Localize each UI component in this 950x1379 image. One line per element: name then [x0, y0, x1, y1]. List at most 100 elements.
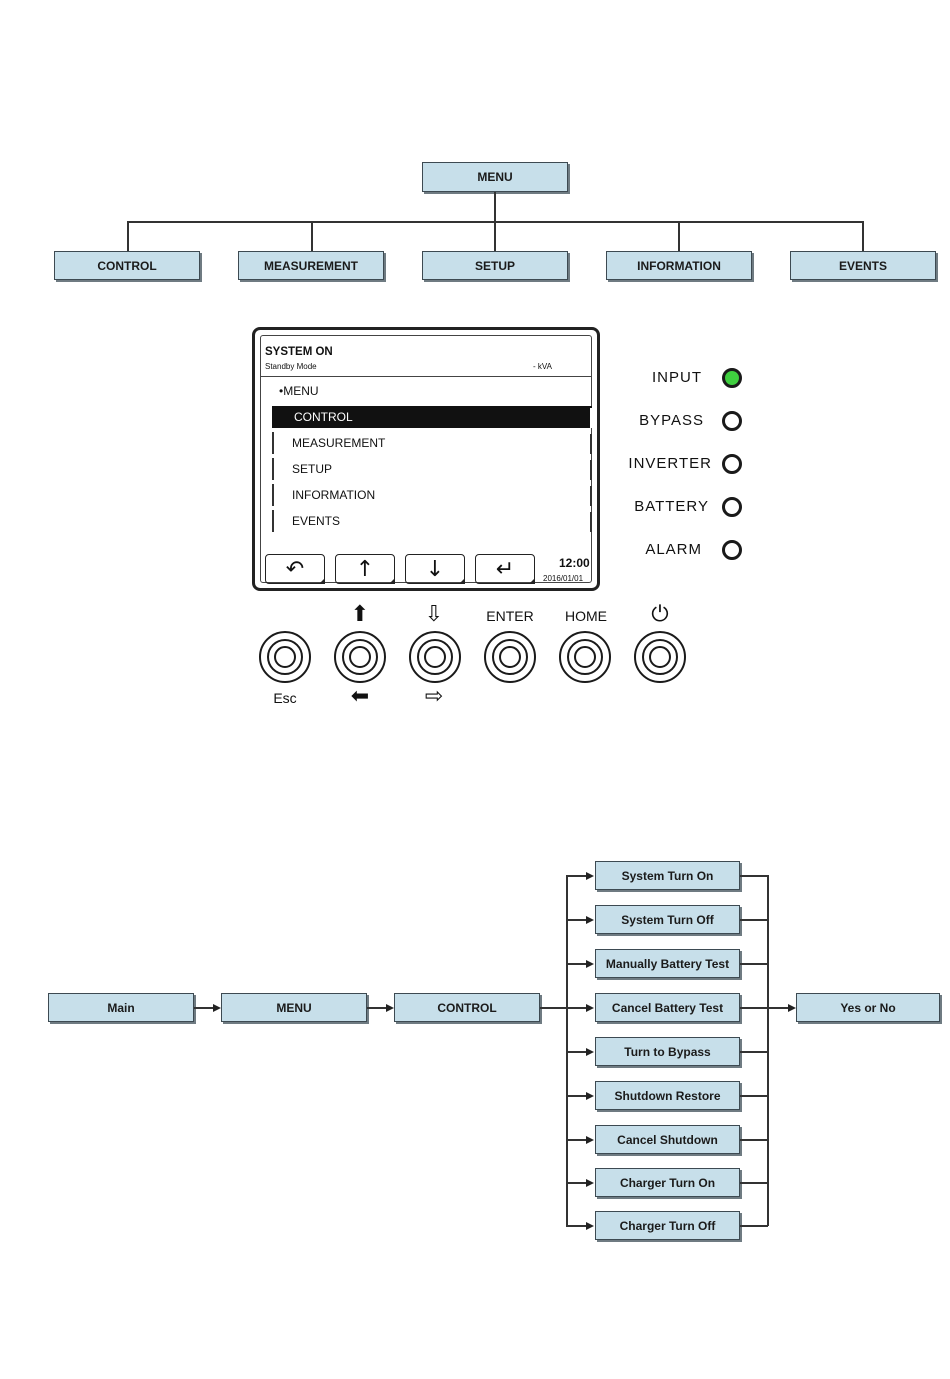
option-link [566, 1182, 588, 1184]
option-shutdown-restore: Shutdown Restore [595, 1081, 740, 1110]
option-link [566, 1095, 588, 1097]
option-manually-battery-test: Manually Battery Test [595, 949, 740, 978]
arrow-icon [586, 960, 594, 968]
lcd-menu-item-label: EVENTS [292, 514, 341, 528]
lcd-menu-item-events[interactable]: EVENTS [272, 510, 592, 532]
option-link [740, 919, 768, 921]
arrow-icon [586, 1222, 594, 1230]
options-bus-right [767, 875, 769, 1226]
option-system-turn-off: System Turn Off [595, 905, 740, 934]
option-link [740, 1051, 768, 1053]
option-system-turn-on: System Turn On [595, 861, 740, 890]
status-title: SYSTEM ON [265, 346, 333, 358]
esc-button[interactable] [259, 631, 311, 683]
tree-drop-events [862, 221, 864, 251]
flow-result-box: Yes or No [796, 993, 940, 1022]
lcd-menu-item-label: MEASUREMENT [292, 436, 386, 450]
esc-label: Esc [273, 690, 297, 706]
arrow-icon [788, 1004, 796, 1012]
down-outline-arrow-icon: ⇩ [424, 602, 444, 627]
softkey-up[interactable]: ↑ [335, 554, 395, 584]
home-label: HOME [565, 608, 607, 624]
option-charger-turn-off: Charger Turn Off [595, 1211, 740, 1240]
home-button[interactable] [559, 631, 611, 683]
arrow-icon [586, 1048, 594, 1056]
option-cancel-battery-test: Cancel Battery Test [595, 993, 740, 1022]
up-left-button[interactable] [334, 631, 386, 683]
led-input [722, 368, 742, 388]
option-link [566, 919, 588, 921]
left-filled-arrow-icon: ⬅ [350, 684, 370, 709]
capacity-readout: - kVA [533, 362, 552, 371]
lcd-menu-item-label: INFORMATION [292, 488, 376, 502]
softkey-back[interactable]: ↶ [265, 554, 325, 584]
lcd-header-divider [261, 376, 591, 377]
lcd-menu-item-information[interactable]: INFORMATION [272, 484, 592, 506]
tree-drop-information [678, 221, 680, 251]
flow-menu-box: MENU [221, 993, 367, 1022]
tree-node-control: CONTROL [54, 251, 200, 280]
arrow-icon [586, 1179, 594, 1187]
softkey-enter[interactable]: ↵ [475, 554, 535, 584]
lcd-screen: SYSTEM ON Standby Mode - kVA •MENU CONTR… [260, 335, 592, 584]
clock-time: 12:00 [559, 556, 590, 570]
up-filled-arrow-icon: ⬆ [350, 602, 370, 627]
softkey-down[interactable]: ↓ [405, 554, 465, 584]
tree-node-measurement: MEASUREMENT [238, 251, 384, 280]
lcd-menu-item-setup[interactable]: SETUP [272, 458, 592, 480]
tree-node-information: INFORMATION [606, 251, 752, 280]
option-link [566, 1139, 588, 1141]
power-button[interactable] [634, 631, 686, 683]
option-turn-to-bypass: Turn to Bypass [595, 1037, 740, 1066]
option-cancel-shutdown: Cancel Shutdown [595, 1125, 740, 1154]
option-charger-turn-on: Charger Turn On [595, 1168, 740, 1197]
lcd-menu-item-label: CONTROL [294, 410, 353, 424]
options-bus-left [566, 875, 568, 1226]
option-link [566, 1007, 588, 1009]
led-label-battery: BATTERY [634, 498, 709, 515]
option-link [740, 1095, 768, 1097]
option-link [740, 1225, 768, 1227]
arrow-icon [213, 1004, 221, 1012]
option-link [740, 963, 768, 965]
flow-control-box: CONTROL [394, 993, 540, 1022]
tree-drop-measurement [311, 221, 313, 251]
led-inverter [722, 454, 742, 474]
led-label-inverter: INVERTER [628, 455, 712, 472]
lcd-menu-item-control[interactable]: CONTROL [272, 406, 592, 428]
flow-link-2 [367, 1007, 387, 1009]
led-bypass [722, 411, 742, 431]
arrow-icon [586, 1136, 594, 1144]
menu-header: •MENU [279, 384, 319, 398]
option-link [566, 1051, 588, 1053]
led-label-bypass: BYPASS [639, 412, 704, 429]
tree-stem [494, 192, 496, 222]
led-alarm [722, 540, 742, 560]
clock-date: 2016/01/01 [543, 574, 584, 583]
down-arrow-icon: ↓ [425, 556, 445, 582]
enter-arrow-icon: ↵ [495, 556, 515, 582]
arrow-icon [586, 872, 594, 880]
flow-link-1 [194, 1007, 214, 1009]
option-link [566, 875, 588, 877]
arrow-icon [586, 916, 594, 924]
lcd-panel: SYSTEM ON Standby Mode - kVA •MENU CONTR… [252, 327, 600, 591]
menu-root-box: MENU [422, 162, 568, 192]
tree-node-setup: SETUP [422, 251, 568, 280]
tree-drop-control [127, 221, 129, 251]
lcd-menu-item-label: SETUP [292, 462, 333, 476]
option-link [740, 1182, 768, 1184]
option-link [566, 963, 588, 965]
back-arrow-icon: ↶ [285, 556, 305, 582]
down-right-button[interactable] [409, 631, 461, 683]
up-arrow-icon: ↑ [355, 556, 375, 582]
tree-node-events: EVENTS [790, 251, 936, 280]
option-link [566, 1225, 588, 1227]
lcd-menu-item-measurement[interactable]: MEASUREMENT [272, 432, 592, 454]
arrow-icon [586, 1092, 594, 1100]
enter-button[interactable] [484, 631, 536, 683]
option-link [740, 1139, 768, 1141]
flow-link-3 [540, 1007, 567, 1009]
status-mode: Standby Mode [265, 362, 317, 371]
option-link [740, 875, 768, 877]
